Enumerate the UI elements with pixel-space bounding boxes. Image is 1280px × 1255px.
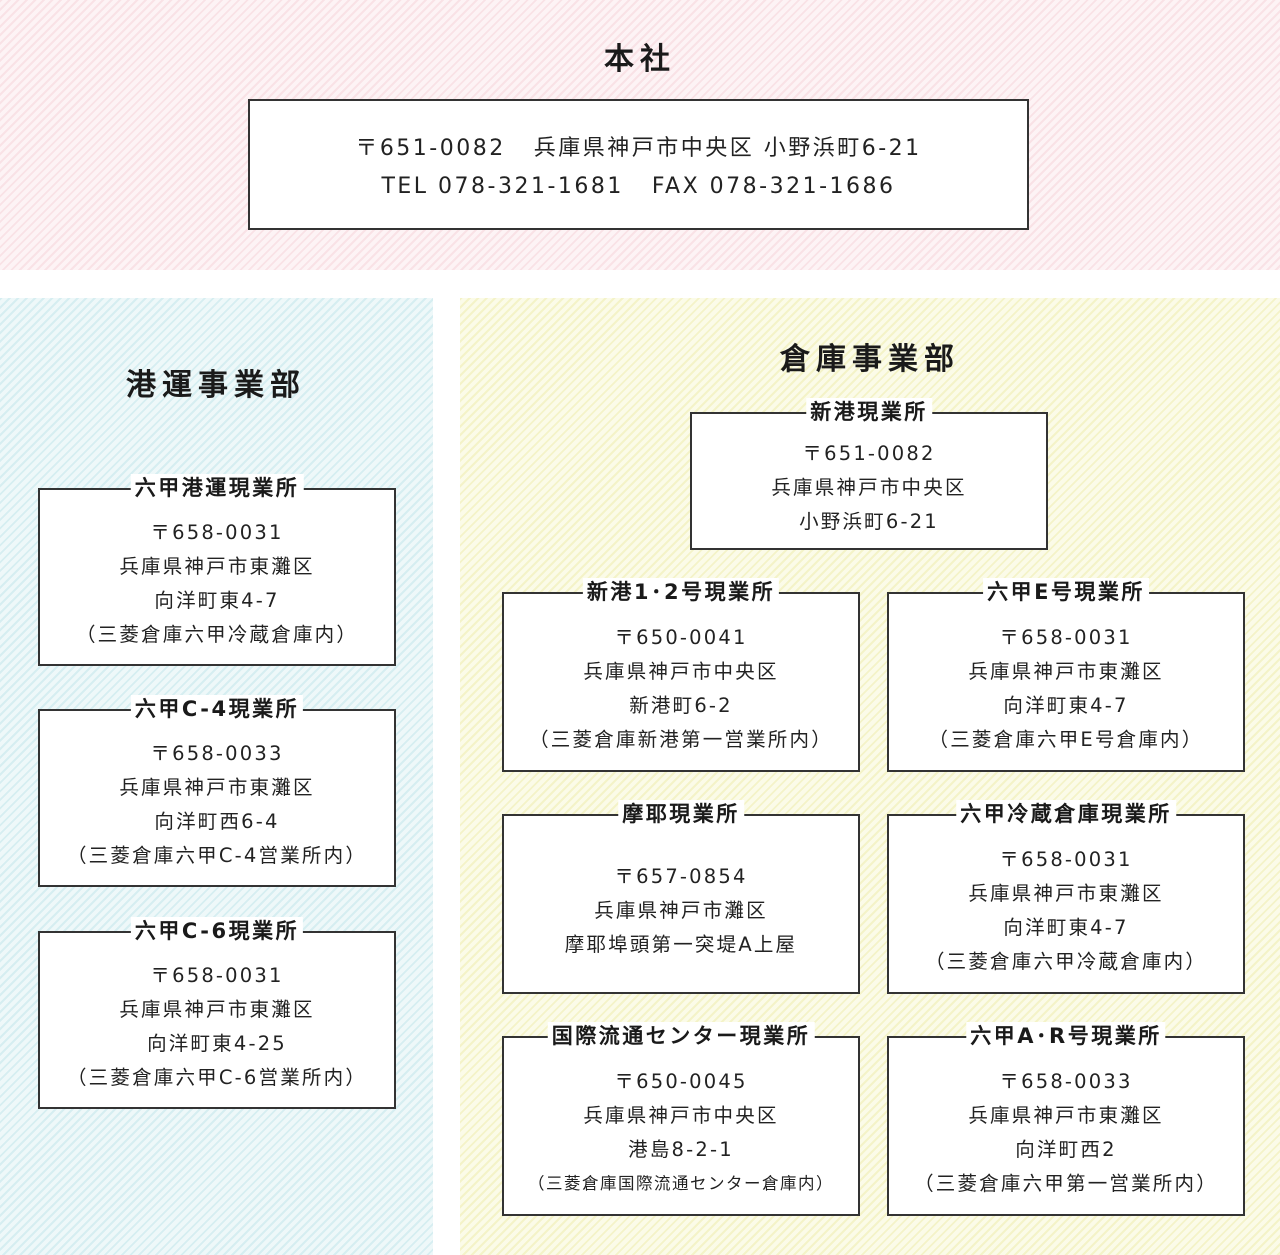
office-name: 六甲C-6現業所 [130, 917, 304, 945]
office-name: 新港1･2号現業所 [582, 578, 780, 606]
office-name: 六甲E号現業所 [983, 578, 1149, 606]
office-postal: 〒658-0033 [150, 742, 284, 765]
headquarters-address: 兵庫県神戸市中央区 小野浜町6-21 [533, 136, 922, 161]
office-card: 六甲冷蔵倉庫現業所 〒658-0031 兵庫県神戸市東灘区 向洋町東4-7 （三… [887, 800, 1245, 994]
headquarters-address-line: 〒651-0082 兵庫県神戸市中央区 小野浜町6-21 [355, 130, 921, 162]
headquarters-title: 本社 [604, 42, 676, 77]
office-city: 兵庫県神戸市東灘区 [119, 998, 315, 1021]
office-street: 向洋町西2 [1015, 1138, 1117, 1161]
office-street: 向洋町東4-7 [154, 589, 280, 612]
office-card: 六甲A･R号現業所 〒658-0033 兵庫県神戸市東灘区 向洋町西2 （三菱倉… [887, 1022, 1245, 1216]
office-street: 向洋町西6-4 [154, 810, 280, 833]
office-note: （三菱倉庫六甲冷蔵倉庫内） [75, 623, 359, 646]
headquarters-postal: 〒651-0082 [355, 136, 506, 161]
office-street: 向洋町東4-7 [1003, 916, 1129, 939]
office-card: 新港1･2号現業所 〒650-0041 兵庫県神戸市中央区 新港町6-2 （三菱… [502, 578, 860, 772]
office-street: 摩耶埠頭第一突堤A上屋 [564, 933, 798, 956]
office-card: 六甲E号現業所 〒658-0031 兵庫県神戸市東灘区 向洋町東4-7 （三菱倉… [887, 578, 1245, 772]
office-city: 兵庫県神戸市東灘区 [119, 555, 315, 578]
office-street: 小野浜町6-21 [799, 510, 939, 533]
office-city: 兵庫県神戸市灘区 [594, 899, 768, 922]
office-postal: 〒650-0045 [614, 1070, 748, 1093]
office-note: （三菱倉庫国際流通センター倉庫内） [528, 1174, 834, 1193]
office-city: 兵庫県神戸市中央区 [583, 1104, 779, 1127]
office-name: 六甲A･R号現業所 [966, 1022, 1166, 1050]
headquarters-tel: TEL 078-321-1681 [381, 174, 624, 199]
office-street: 新港町6-2 [629, 694, 733, 717]
port-division-title: 港運事業部 [126, 368, 306, 403]
office-note: （三菱倉庫六甲E号倉庫内） [928, 728, 1204, 751]
office-card: 六甲港運現業所 〒658-0031 兵庫県神戸市東灘区 向洋町東4-7 （三菱倉… [38, 474, 396, 666]
office-note: （三菱倉庫六甲C-4営業所内） [66, 844, 368, 867]
headquarters-fax: FAX 078-321-1686 [651, 174, 896, 199]
office-city: 兵庫県神戸市東灘区 [968, 1104, 1164, 1127]
warehouse-division-title: 倉庫事業部 [780, 342, 960, 377]
office-city: 兵庫県神戸市東灘区 [968, 882, 1164, 905]
office-street: 港島8-2-1 [628, 1138, 734, 1161]
office-postal: 〒658-0031 [150, 521, 284, 544]
office-postal: 〒650-0041 [614, 626, 748, 649]
office-city: 兵庫県神戸市東灘区 [968, 660, 1164, 683]
office-name: 摩耶現業所 [618, 800, 744, 828]
office-postal: 〒657-0854 [614, 865, 748, 888]
office-city: 兵庫県神戸市中央区 [583, 660, 779, 683]
office-name: 新港現業所 [806, 398, 932, 426]
office-name: 六甲C-4現業所 [130, 695, 304, 723]
headquarters-contact-line: TEL 078-321-1681 FAX 078-321-1686 [381, 174, 895, 199]
office-street: 向洋町東4-7 [1003, 694, 1129, 717]
office-postal: 〒658-0031 [999, 848, 1133, 871]
office-card: 国際流通センター現業所 〒650-0045 兵庫県神戸市中央区 港島8-2-1 … [502, 1022, 860, 1216]
office-note: （三菱倉庫新港第一営業所内） [529, 728, 833, 751]
office-card: 六甲C-6現業所 〒658-0031 兵庫県神戸市東灘区 向洋町東4-25 （三… [38, 917, 396, 1109]
office-city: 兵庫県神戸市東灘区 [119, 776, 315, 799]
office-note: （三菱倉庫六甲第一営業所内） [914, 1172, 1218, 1195]
office-postal: 〒658-0031 [999, 626, 1133, 649]
office-name: 六甲冷蔵倉庫現業所 [956, 800, 1176, 828]
office-name: 国際流通センター現業所 [547, 1022, 815, 1050]
office-postal: 〒651-0082 [802, 442, 936, 465]
office-city: 兵庫県神戸市中央区 [771, 476, 967, 499]
office-postal: 〒658-0033 [999, 1070, 1133, 1093]
office-note: （三菱倉庫六甲冷蔵倉庫内） [924, 950, 1208, 973]
office-postal: 〒658-0031 [150, 964, 284, 987]
office-note: （三菱倉庫六甲C-6営業所内） [66, 1066, 368, 1089]
office-card: 六甲C-4現業所 〒658-0033 兵庫県神戸市東灘区 向洋町西6-4 （三菱… [38, 695, 396, 887]
office-card: 新港現業所 〒651-0082 兵庫県神戸市中央区 小野浜町6-21 [690, 398, 1048, 550]
headquarters-info-box: 〒651-0082 兵庫県神戸市中央区 小野浜町6-21 TEL 078-321-… [248, 99, 1029, 230]
office-name: 六甲港運現業所 [130, 474, 304, 502]
office-card: 摩耶現業所 〒657-0854 兵庫県神戸市灘区 摩耶埠頭第一突堤A上屋 [502, 800, 860, 994]
office-street: 向洋町東4-25 [147, 1032, 287, 1055]
